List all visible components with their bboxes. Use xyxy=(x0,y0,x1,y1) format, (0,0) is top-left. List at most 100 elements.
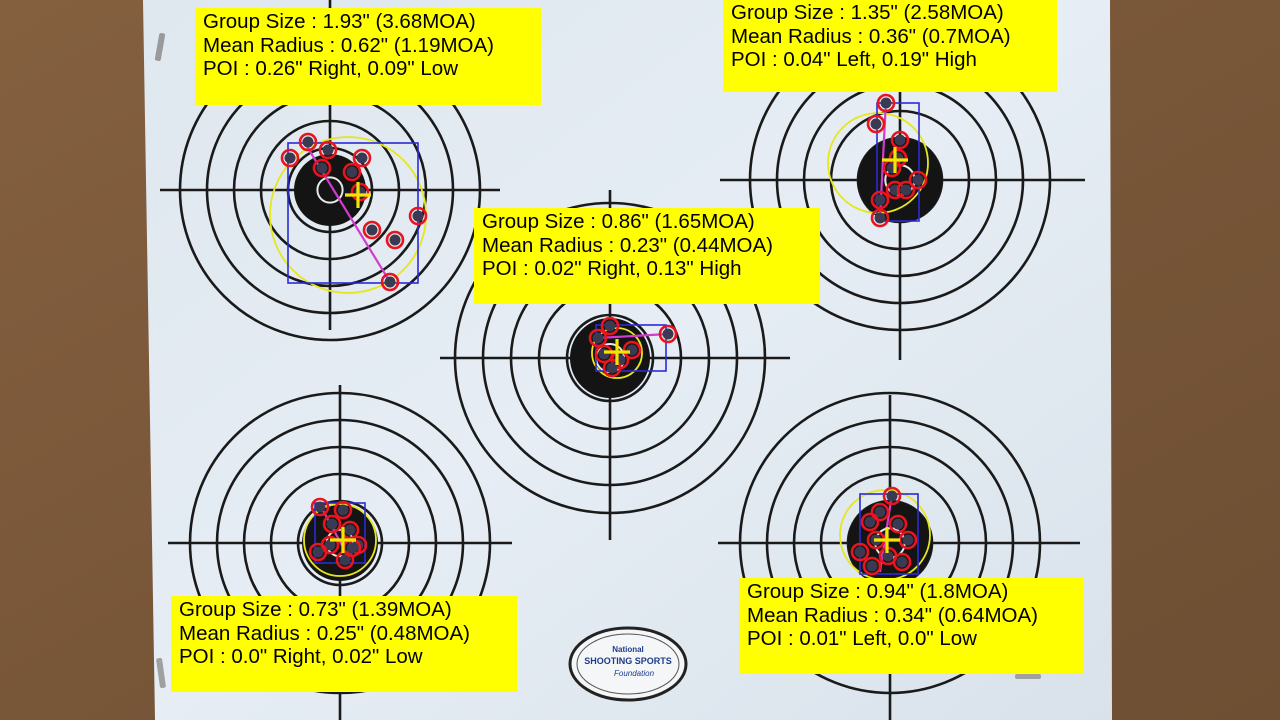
poi-cross-icon xyxy=(330,527,356,553)
shot-marker-icon xyxy=(888,514,908,534)
poi-cross-icon xyxy=(882,147,908,173)
shot-group-top-left xyxy=(269,132,428,294)
group-bounding-box xyxy=(876,102,920,222)
bullet-hole xyxy=(662,328,674,340)
bullet-hole xyxy=(864,516,876,528)
poi-text: POI : 0.02" Right, 0.13" High xyxy=(482,257,742,280)
shot-marker-icon xyxy=(850,542,870,562)
shot-group-top-right xyxy=(827,93,929,228)
shot-marker-icon xyxy=(588,328,608,348)
stats-label-top-left: Group Size : 1.93" (3.68MOA) Mean Radius… xyxy=(195,8,541,105)
shot-marker-icon xyxy=(882,486,902,506)
extreme-spread-line xyxy=(302,139,391,283)
group-size-text: Group Size : 0.94" (1.8MOA) xyxy=(747,580,1009,603)
shot-marker-icon xyxy=(908,170,928,190)
shot-marker-icon xyxy=(342,162,362,182)
staple-icon xyxy=(154,33,166,61)
stats-label-top-right: Group Size : 1.35" (2.58MOA) Mean Radius… xyxy=(723,0,1057,92)
bullet-hole xyxy=(346,166,358,178)
shot-marker-icon xyxy=(866,114,886,134)
bullet-hole xyxy=(314,501,326,513)
mean-radius-text: Mean Radius : 0.25" (0.48MOA) xyxy=(179,621,470,645)
bullet-hole xyxy=(389,234,401,246)
shot-marker-icon xyxy=(594,344,614,364)
shot-marker-icon xyxy=(602,358,622,378)
bullet-hole xyxy=(854,546,866,558)
poi-cross-icon xyxy=(604,339,630,365)
bullet-hole xyxy=(326,518,338,530)
shot-markers-layer xyxy=(269,93,931,581)
bullet-hole xyxy=(316,162,328,174)
bullet-hole xyxy=(592,332,604,344)
shot-marker-icon xyxy=(888,148,908,168)
mean-radius-text: Mean Radius : 0.36" (0.7MOA) xyxy=(731,24,1011,48)
shot-marker-icon xyxy=(870,208,890,228)
shot-marker-icon xyxy=(890,130,910,150)
bullet-hole xyxy=(874,506,886,518)
bullet-hole xyxy=(874,212,886,224)
mean-radius-text: Mean Radius : 0.23" (0.44MOA) xyxy=(482,233,773,257)
shot-marker-icon xyxy=(860,512,880,532)
shot-marker-icon xyxy=(280,148,300,168)
logo-line1: National xyxy=(612,645,644,654)
shot-marker-icon xyxy=(896,180,916,200)
bullet-hole xyxy=(870,118,882,130)
shot-marker-icon xyxy=(622,340,642,360)
shot-marker-icon xyxy=(658,324,678,344)
poi-text: POI : 0.0" Right, 0.02" Low xyxy=(179,645,423,668)
bullet-hole xyxy=(324,539,336,551)
shot-marker-icon xyxy=(308,542,328,562)
logo-line3: Foundation xyxy=(614,669,655,678)
bullet-hole xyxy=(902,534,914,546)
shot-marker-icon xyxy=(352,148,372,168)
shot-group-center xyxy=(588,316,678,379)
bullet-hole xyxy=(874,194,886,206)
bullet-hole xyxy=(356,152,368,164)
shot-marker-icon xyxy=(318,140,338,160)
poi-text: POI : 0.01" Left, 0.0" Low xyxy=(747,627,977,650)
shot-marker-icon xyxy=(312,158,332,178)
shot-group-bottom-right xyxy=(839,486,931,581)
mean-radius-text: Mean Radius : 0.62" (1.19MOA) xyxy=(203,33,494,57)
bullet-hole xyxy=(882,550,894,562)
bullet-hole xyxy=(339,554,351,566)
bullet-hole xyxy=(604,320,616,332)
bullet-hole xyxy=(302,136,314,148)
shot-marker-icon xyxy=(362,220,382,240)
shot-marker-icon xyxy=(876,93,896,113)
bullet-hole xyxy=(896,556,908,568)
group-size-text: Group Size : 1.93" (3.68MOA) xyxy=(203,10,476,33)
bullet-hole xyxy=(284,152,296,164)
stats-label-bottom-right: Group Size : 0.94" (1.8MOA) Mean Radius … xyxy=(739,578,1084,674)
shot-marker-icon xyxy=(380,272,400,292)
shot-marker-icon xyxy=(600,316,620,336)
logo-line2: SHOOTING SPORTS xyxy=(584,656,672,666)
bullet-hole xyxy=(337,504,349,516)
shot-marker-icon xyxy=(310,497,330,517)
stats-label-center: Group Size : 0.86" (1.65MOA) Mean Radius… xyxy=(474,208,820,304)
extreme-spread-line xyxy=(597,332,669,340)
bullet-hole xyxy=(894,134,906,146)
group-size-text: Group Size : 1.35" (2.58MOA) xyxy=(731,1,1004,24)
bullet-hole xyxy=(892,518,904,530)
bullet-hole xyxy=(900,184,912,196)
mean-radius-text: Mean Radius : 0.34" (0.64MOA) xyxy=(747,603,1038,627)
bullet-hole xyxy=(312,546,324,558)
shot-marker-icon xyxy=(333,500,353,520)
poi-text: POI : 0.04" Left, 0.19" High xyxy=(731,48,977,71)
bullet-hole xyxy=(346,542,358,554)
bullet-hole xyxy=(366,224,378,236)
poi-text: POI : 0.26" Right, 0.09" Low xyxy=(203,57,458,80)
group-bounding-box xyxy=(595,324,667,372)
bullet-hole xyxy=(322,144,334,156)
shot-marker-icon xyxy=(408,206,428,226)
mean-radius-circle xyxy=(303,503,377,577)
bullet-hole xyxy=(384,276,396,288)
bullet-hole xyxy=(886,490,898,502)
shot-marker-icon xyxy=(870,190,890,210)
bullet-hole xyxy=(598,348,610,360)
bullet-hole xyxy=(606,362,618,374)
shot-marker-icon xyxy=(350,182,370,202)
bullet-hole xyxy=(626,344,638,356)
nssf-logo: National SHOOTING SPORTS Foundation xyxy=(568,626,688,702)
